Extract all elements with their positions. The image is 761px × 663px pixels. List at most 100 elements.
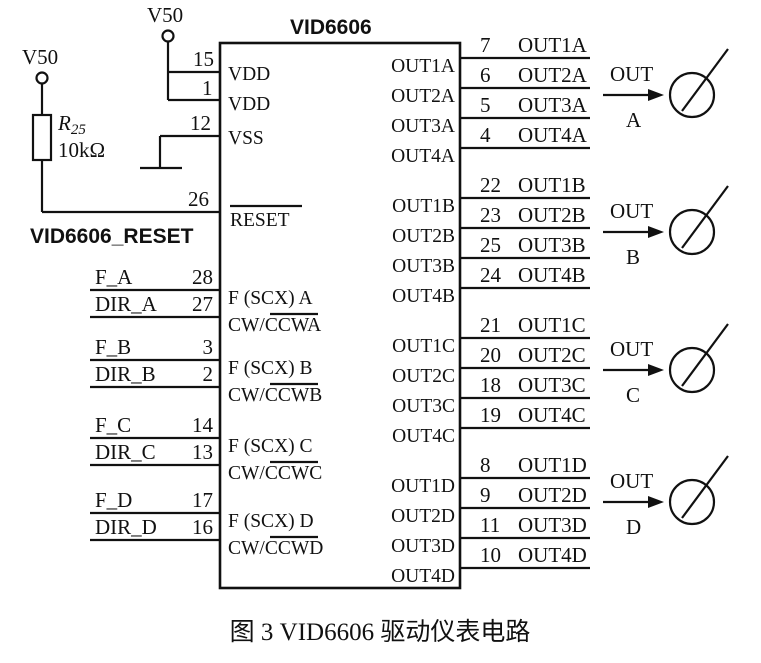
figure-caption: 图 3 VID6606 驱动仪表电路 bbox=[230, 618, 531, 646]
out-c1-net: OUT1C bbox=[518, 313, 586, 337]
dir-c-pin-label: CW/CCWC bbox=[228, 463, 322, 484]
meter-d-gauge bbox=[668, 478, 716, 526]
out-a-label: OUT bbox=[610, 62, 653, 86]
dir-c-net: DIR_C bbox=[95, 440, 156, 464]
pin-1-label: VDD bbox=[228, 94, 270, 115]
out-a-channel: A bbox=[626, 108, 642, 132]
out-c-arrow-head bbox=[648, 364, 664, 376]
out-b4-net: OUT4B bbox=[518, 263, 586, 287]
out-a1-pin-label: OUT1A bbox=[391, 56, 455, 77]
out-a-arrow-head bbox=[648, 89, 664, 101]
out-c1-pin-label: OUT1C bbox=[392, 336, 455, 357]
ccw-a-label: CCW bbox=[265, 315, 310, 336]
cw-d-label: CW/ bbox=[228, 538, 265, 559]
out-a1-net: OUT1A bbox=[518, 33, 588, 57]
cw-a-label: CW/ bbox=[228, 315, 265, 336]
pin-f-c-number: 14 bbox=[192, 413, 214, 437]
meter-b-needle bbox=[681, 185, 729, 249]
supply-top-terminal bbox=[161, 29, 175, 43]
out-c2-pin-label: OUT2C bbox=[392, 366, 455, 387]
pin-out-b1-number: 22 bbox=[480, 173, 501, 197]
ccw-c-label: CCW bbox=[265, 463, 310, 484]
pin-out-d3-number: 11 bbox=[480, 513, 500, 537]
dir-a-pin-label: CW/CCWA bbox=[228, 315, 321, 336]
out-d-arrow-head bbox=[648, 496, 664, 508]
pin-out-b2-number: 23 bbox=[480, 203, 501, 227]
out-a3-pin-label: OUT3A bbox=[391, 116, 455, 137]
out-d3-pin-label: OUT3D bbox=[391, 536, 455, 557]
out-c3-net: OUT3C bbox=[518, 373, 586, 397]
pin-out-a3-number: 5 bbox=[480, 93, 491, 117]
meter-c-needle bbox=[681, 323, 729, 387]
meter-a-needle bbox=[681, 48, 729, 112]
resistor-subscript: 25 bbox=[71, 122, 87, 138]
out-b-channel: B bbox=[626, 245, 640, 269]
pin-out-d2-number: 9 bbox=[480, 483, 491, 507]
pin-out-c4-number: 19 bbox=[480, 403, 501, 427]
resistor-value: 10kΩ bbox=[58, 138, 105, 162]
pin-f-b-number: 3 bbox=[203, 335, 214, 359]
out-b4-pin-label: OUT4B bbox=[392, 286, 455, 307]
out-d1-pin-label: OUT1D bbox=[391, 476, 455, 497]
pin-out-c3-number: 18 bbox=[480, 373, 501, 397]
dir-c-channel: C bbox=[309, 463, 322, 484]
cw-b-label: CW/ bbox=[228, 385, 265, 406]
f-a-net: F_A bbox=[95, 265, 133, 289]
supply-left-terminal bbox=[35, 71, 49, 85]
pin-dir-c-number: 13 bbox=[192, 440, 213, 464]
pin-12-label: VSS bbox=[228, 128, 264, 149]
resistor-name: R25 bbox=[57, 111, 86, 138]
left-input-pins: F_A DIR_A 28 27 F (SCX) A CW/CCWA F_B DIR_B 3 2 F … bbox=[90, 265, 323, 559]
out-d4-pin-label: OUT4D bbox=[391, 566, 455, 587]
out-a2-net: OUT2A bbox=[518, 63, 588, 87]
pin-f-a-number: 28 bbox=[192, 265, 213, 289]
pin-1-number: 1 bbox=[202, 76, 213, 100]
out-d4-net: OUT4D bbox=[518, 543, 587, 567]
out-a2-pin-label: OUT2A bbox=[391, 86, 455, 107]
dir-b-pin-label: CW/CCWB bbox=[228, 385, 322, 406]
pin-dir-d-number: 16 bbox=[192, 515, 213, 539]
out-c-label: OUT bbox=[610, 337, 653, 361]
out-d3-net: OUT3D bbox=[518, 513, 587, 537]
pin-out-d4-number: 10 bbox=[480, 543, 501, 567]
cw-c-label: CW/ bbox=[228, 463, 265, 484]
f-c-pin-label: F (SCX) C bbox=[228, 436, 313, 457]
f-a-pin-label: F (SCX) A bbox=[228, 288, 313, 309]
out-a4-net: OUT4A bbox=[518, 123, 588, 147]
meter-d-needle bbox=[681, 455, 729, 519]
pin-26-number: 26 bbox=[188, 187, 209, 211]
out-a4-pin-label: OUT4A bbox=[391, 146, 455, 167]
pin-out-d1-number: 8 bbox=[480, 453, 491, 477]
out-b2-pin-label: OUT2B bbox=[392, 226, 455, 247]
pin-out-a1-number: 7 bbox=[480, 33, 491, 57]
chip-title: VID6606 bbox=[290, 16, 372, 39]
out-a3-net: OUT3A bbox=[518, 93, 588, 117]
pin-out-b4-number: 24 bbox=[480, 263, 502, 287]
pin-out-a4-number: 4 bbox=[480, 123, 491, 147]
supply-left-label: V50 bbox=[22, 45, 58, 69]
pin-out-b3-number: 25 bbox=[480, 233, 501, 257]
pin-dir-b-number: 2 bbox=[203, 362, 214, 386]
out-c4-net: OUT4C bbox=[518, 403, 586, 427]
out-b2-net: OUT2B bbox=[518, 203, 586, 227]
meter-c-gauge bbox=[668, 346, 716, 394]
pin-15-label: VDD bbox=[228, 64, 270, 85]
dir-b-net: DIR_B bbox=[95, 362, 156, 386]
supply-top-label: V50 bbox=[147, 3, 183, 27]
out-b1-net: OUT1B bbox=[518, 173, 586, 197]
pin-dir-a-number: 27 bbox=[192, 292, 213, 316]
out-d2-net: OUT2D bbox=[518, 483, 587, 507]
chip-body bbox=[218, 41, 462, 590]
out-b1-pin-label: OUT1B bbox=[392, 196, 455, 217]
dir-d-channel: D bbox=[309, 538, 323, 559]
dir-a-net: DIR_A bbox=[95, 292, 158, 316]
out-c2-net: OUT2C bbox=[518, 343, 586, 367]
out-b-label: OUT bbox=[610, 199, 653, 223]
out-d-channel: D bbox=[626, 515, 641, 539]
f-b-net: F_B bbox=[95, 335, 131, 359]
reset-net-label: VID6606_RESET bbox=[30, 225, 194, 248]
f-b-pin-label: F (SCX) B bbox=[228, 358, 313, 379]
resistor-r25 bbox=[31, 113, 53, 162]
